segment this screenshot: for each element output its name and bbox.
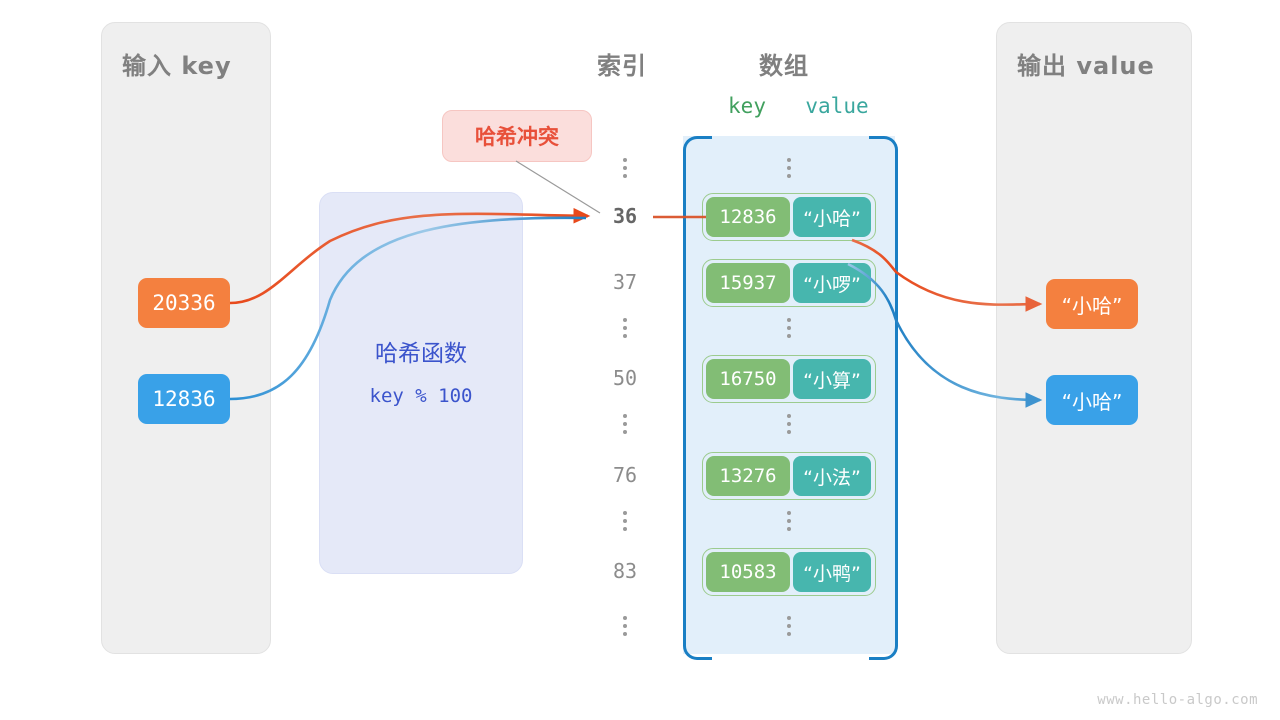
watermark: www.hello-algo.com — [1097, 692, 1258, 708]
bucket-entry: 13276“小法” — [702, 452, 876, 500]
array-index-83: 83 — [612, 559, 638, 583]
bucket-entry: 15937“小啰” — [702, 259, 876, 307]
hash-function-title: 哈希函数 — [375, 341, 467, 367]
input-key-chip-0: 20336 — [138, 278, 230, 328]
array-ellipsis — [759, 158, 819, 178]
output-value-chip-1: “小哈” — [1046, 375, 1138, 425]
bucket-value: “小算” — [793, 359, 871, 399]
array-ellipsis — [759, 318, 819, 338]
bucket-value: “小啰” — [793, 263, 871, 303]
output-value-chip-0: “小哈” — [1046, 279, 1138, 329]
collision-leader-line — [515, 160, 601, 214]
array-index-37: 37 — [612, 270, 638, 294]
array-ellipsis — [759, 511, 819, 531]
bucket-key: 10583 — [706, 552, 790, 592]
index-ellipsis — [595, 158, 655, 178]
hash-function-box: 哈希函数 key % 100 — [319, 192, 523, 574]
hash-function-formula: key % 100 — [369, 385, 473, 407]
bucket-entry: 10583“小鸭” — [702, 548, 876, 596]
output-value-panel — [996, 22, 1192, 654]
index-column-title: 索引 — [597, 52, 647, 80]
array-value-header: value — [805, 94, 869, 118]
hash-collision-callout: 哈希冲突 — [442, 110, 592, 162]
index-ellipsis — [595, 414, 655, 434]
array-column-title: 数组 — [759, 52, 809, 80]
bucket-key: 15937 — [706, 263, 790, 303]
output-panel-title: 输出 value — [1017, 52, 1155, 80]
bucket-entry: 16750“小算” — [702, 355, 876, 403]
bucket-value: “小哈” — [793, 197, 871, 237]
array-index-50: 50 — [612, 366, 638, 390]
bucket-entry: 12836“小哈” — [702, 193, 876, 241]
bucket-key: 12836 — [706, 197, 790, 237]
input-key-panel — [101, 22, 271, 654]
array-index-76: 76 — [612, 463, 638, 487]
input-panel-title: 输入 key — [122, 52, 232, 80]
array-bracket-left — [683, 136, 712, 660]
bucket-value: “小鸭” — [793, 552, 871, 592]
input-key-chip-1: 12836 — [138, 374, 230, 424]
bucket-key: 16750 — [706, 359, 790, 399]
bucket-key: 13276 — [706, 456, 790, 496]
array-index-36: 36 — [612, 204, 638, 228]
bucket-value: “小法” — [793, 456, 871, 496]
index-ellipsis — [595, 318, 655, 338]
array-ellipsis — [759, 616, 819, 636]
index-ellipsis — [595, 511, 655, 531]
array-key-header: key — [728, 94, 766, 118]
array-ellipsis — [759, 414, 819, 434]
index-ellipsis — [595, 616, 655, 636]
